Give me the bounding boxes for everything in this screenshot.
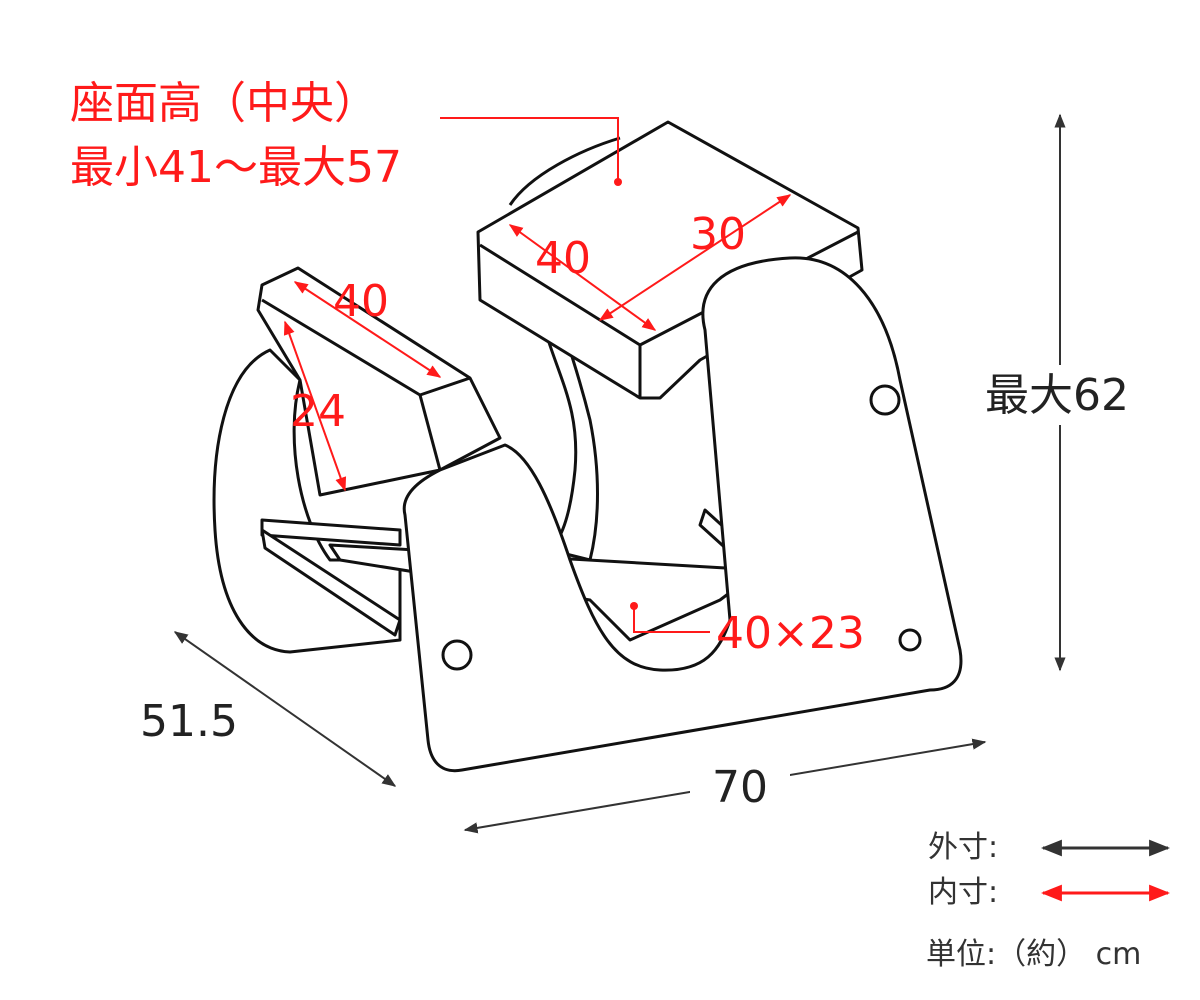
seat-support (543, 328, 599, 562)
knob-right (869, 384, 901, 416)
width-label: 70 (712, 762, 768, 813)
depth-line (173, 631, 397, 787)
seat-depth-label: 30 (690, 209, 746, 260)
depth-label: 51.5 (140, 696, 238, 747)
knee-depth-line (283, 320, 347, 492)
legend-outer-label: 外寸: (928, 830, 999, 865)
knee-pad-width-label: 40 (333, 276, 389, 327)
max-height-label: 最大62 (985, 370, 1129, 421)
knob-front (441, 639, 473, 671)
knee-pad-depth-label: 24 (290, 386, 346, 437)
seat-height-title: 座面高（中央） (70, 78, 378, 129)
front-side-panel (402, 256, 963, 773)
seat-depth-line (598, 194, 792, 321)
seat-height-range: 最小41〜最大57 (70, 142, 402, 193)
seat-width-label: 40 (535, 233, 591, 284)
seat-height-leader (440, 117, 619, 180)
legend-inner-label: 内寸: (928, 875, 999, 910)
legend-unit: 単位:（約） cm (926, 937, 1142, 972)
footrest-leader (633, 606, 710, 633)
footrest-label: 40×23 (716, 608, 865, 659)
knee-width-line (293, 281, 442, 378)
